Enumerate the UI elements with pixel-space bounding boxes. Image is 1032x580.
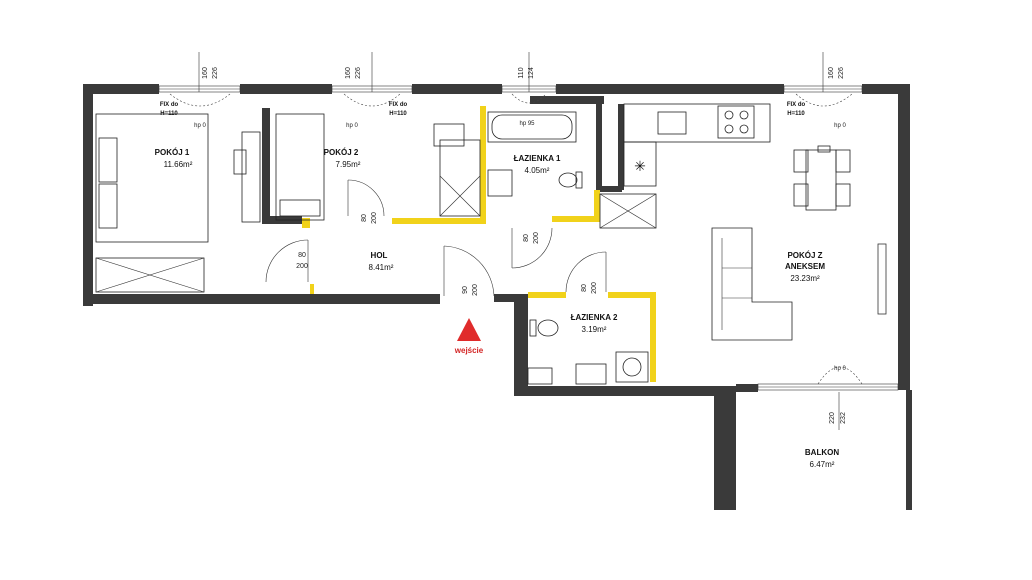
door-laz2-w: 80 <box>581 284 588 292</box>
wardrobe-icon <box>439 139 481 217</box>
window1-top: 160 <box>202 67 209 79</box>
interior-walls <box>262 96 624 224</box>
exterior-walls <box>83 84 912 510</box>
window2-top: 160 <box>345 67 352 79</box>
door-laz2-h: 200 <box>591 282 598 294</box>
table-icon <box>805 149 837 211</box>
fix-label-1: FIX do <box>160 102 179 108</box>
toilet-icon <box>558 172 578 188</box>
entrance-marker: wejście <box>454 318 484 355</box>
window-dimensions: 160 226 160 226 110 124 160 226 220 232 <box>202 67 847 424</box>
door-pokoj1-h: 200 <box>296 263 308 270</box>
hp-pokoj2: hp 0 <box>346 123 358 129</box>
stove-icon <box>717 105 755 139</box>
door-pokoj2-w: 80 <box>361 214 368 222</box>
room-balkon-name: BALKON <box>805 448 839 457</box>
room-salon-area: 23.23m² <box>790 274 820 283</box>
entrance-label: wejście <box>454 346 484 355</box>
desk-icon <box>241 131 261 223</box>
hp-salon: hp 0 <box>834 123 846 129</box>
room-salon-name-1: POKÓJ Z <box>787 251 822 260</box>
room-lazienka1-area: 4.05m² <box>525 166 550 175</box>
hp-labels: hp 0 hp 0 hp 95 hp 0 hp 0 <box>194 121 846 372</box>
window4-top: 160 <box>828 67 835 79</box>
hp-balcony: hp 0 <box>834 366 846 372</box>
window4-bottom: 226 <box>838 67 845 79</box>
door-laz1-h: 200 <box>533 232 540 244</box>
fix-height-3: H=110 <box>787 111 805 117</box>
fix-label-3: FIX do <box>787 102 806 108</box>
hp-pokoj1: hp 0 <box>194 123 206 129</box>
window1-bottom: 226 <box>212 67 219 79</box>
room-lazienka2-area: 3.19m² <box>582 325 607 334</box>
room-pokoj2-area: 7.95m² <box>336 160 361 169</box>
room-pokoj1-area: 11.66m² <box>164 160 193 169</box>
sofa-icon <box>711 227 793 341</box>
sink-icon <box>657 111 687 135</box>
room-labels: POKÓJ 1 11.66m² POKÓJ 2 7.95m² ŁAZIENKA … <box>155 148 840 469</box>
room-hol-area: 8.41m² <box>369 263 394 272</box>
toilet-icon <box>537 319 559 337</box>
window3-top: 110 <box>518 67 525 78</box>
wardrobe-icon <box>599 193 657 229</box>
chair-icon <box>233 149 247 175</box>
bed-icon <box>275 113 325 221</box>
window2-bottom: 226 <box>355 67 362 79</box>
bathtub-icon <box>487 111 577 143</box>
door-pokoj2-h: 200 <box>371 212 378 224</box>
room-salon-name-2: ANEKSEM <box>785 262 825 271</box>
window-dimension-marks <box>198 52 840 430</box>
entrance-arrow-icon <box>457 318 481 341</box>
door-swings <box>265 179 607 297</box>
room-lazienka2-name: ŁAZIENKA 2 <box>571 313 618 322</box>
room-hol-name: HOL <box>371 251 388 260</box>
svg-text:✳: ✳ <box>634 158 646 174</box>
sink-icon <box>575 363 607 385</box>
sink-icon <box>487 169 513 197</box>
accent-walls <box>302 106 656 382</box>
chair-icon <box>433 123 465 147</box>
door-entry-w: 90 <box>462 286 469 294</box>
hp-bath: hp 95 <box>519 121 535 127</box>
room-lazienka1-name: ŁAZIENKA 1 <box>514 154 561 163</box>
door-dimensions: 80 200 80 200 80 200 90 200 80 200 <box>296 212 598 296</box>
kitchen-counter <box>623 103 771 143</box>
fix-height-2: H=110 <box>389 111 407 117</box>
balcony-window-bottom: 232 <box>840 412 847 424</box>
wardrobe-icon <box>95 257 205 293</box>
door-laz1-w: 80 <box>523 234 530 242</box>
fix-label-2: FIX do <box>389 102 408 108</box>
door-entry-h: 200 <box>472 284 479 296</box>
room-balkon-area: 6.47m² <box>810 460 835 469</box>
room-pokoj1-name: POKÓJ 1 <box>155 148 190 157</box>
door-pokoj1-w: 80 <box>298 252 306 259</box>
washer-icon <box>615 351 649 383</box>
window3-bottom: 124 <box>528 67 535 79</box>
bed-icon <box>95 113 209 243</box>
fridge-icon <box>623 141 657 187</box>
room-pokoj2-name: POKÓJ 2 <box>324 148 359 157</box>
balcony-window-top: 220 <box>829 412 836 424</box>
furniture: ✳ <box>95 103 851 385</box>
